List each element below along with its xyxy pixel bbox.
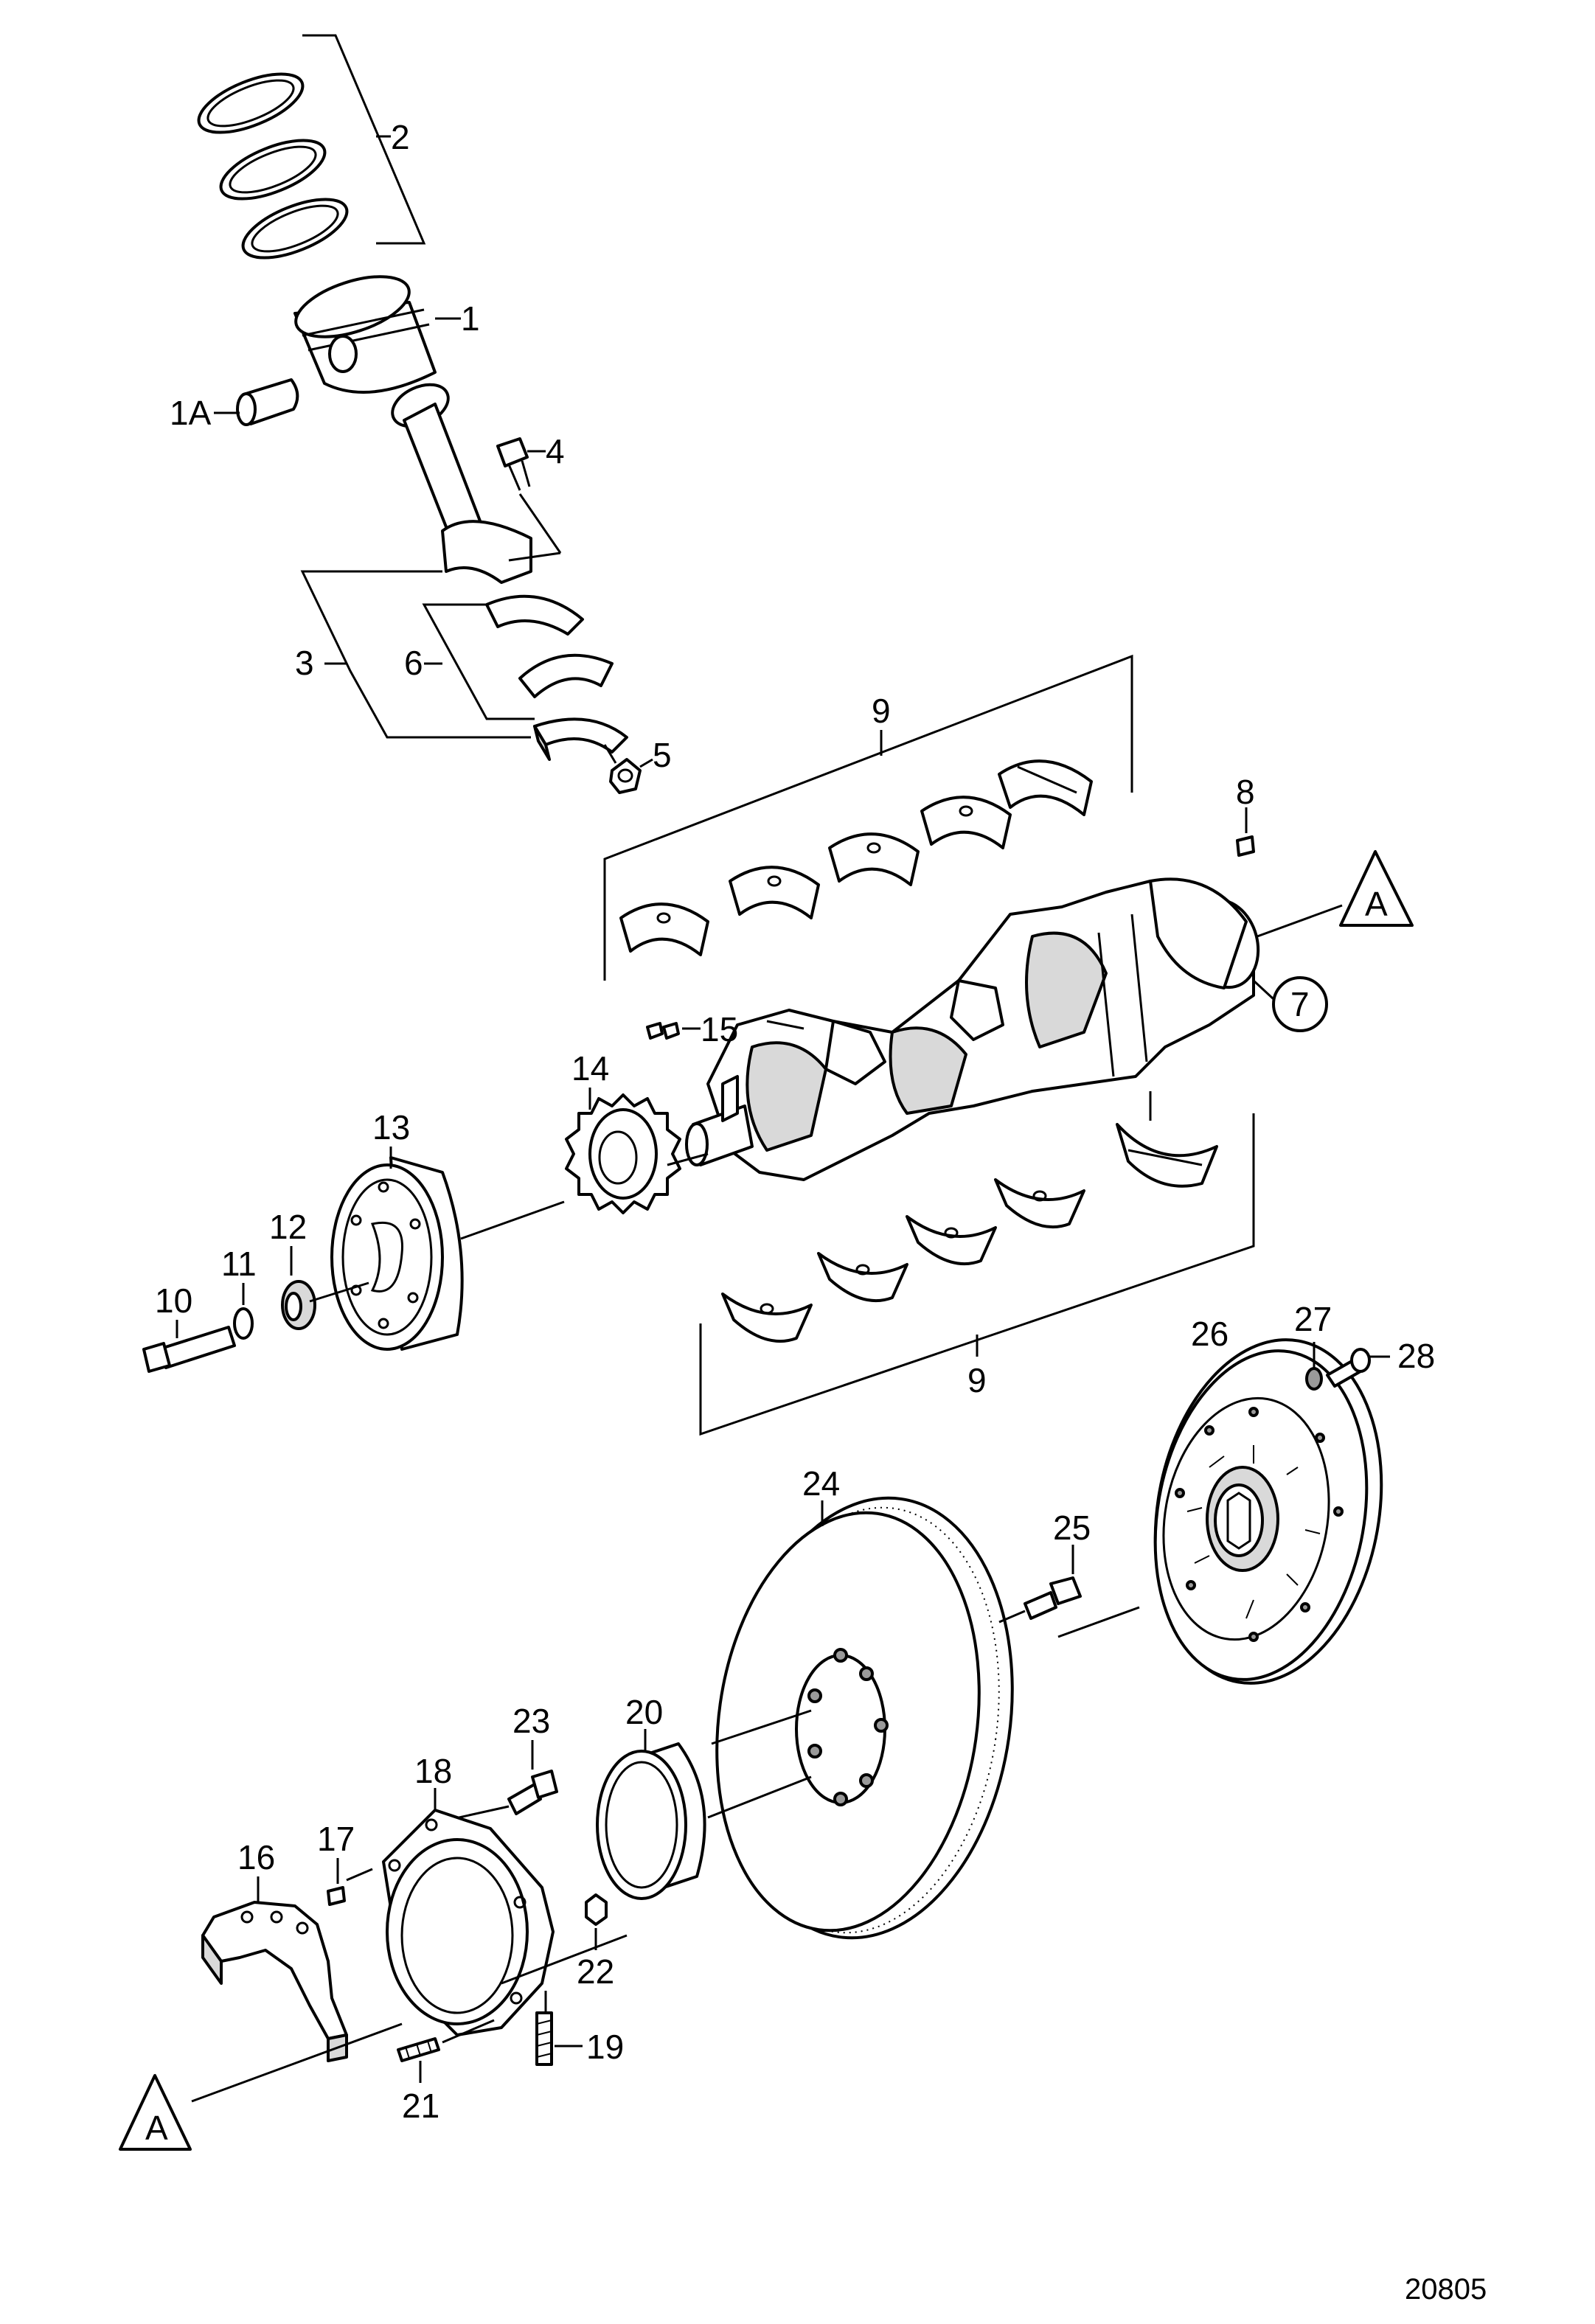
rod-bearing-shells: [485, 594, 628, 761]
callout-23: 23: [512, 1702, 550, 1740]
dowel-pin: [1236, 835, 1255, 857]
damper-bolt: [142, 1326, 236, 1373]
bracket-shells: [422, 603, 535, 720]
rear-stud: [397, 2037, 440, 2062]
bearing-cap: [201, 1901, 348, 2062]
rod-nut: [609, 758, 642, 794]
front-seal: [281, 1280, 316, 1330]
callout-labels: 2 1 1A 4 3 6 5 9 8 A 7 15 14 13 12 11 10…: [145, 118, 1487, 2306]
callout-22: 22: [577, 1952, 614, 1991]
callout-9-upper: 9: [872, 692, 891, 730]
callout-17: 17: [317, 1820, 355, 1858]
bracket-rings: [302, 34, 426, 245]
reference-marker-lower-label: A: [145, 2109, 168, 2147]
housing-dowel: [327, 1886, 346, 1906]
washer: [233, 1307, 254, 1340]
crankshaft: [685, 877, 1260, 1181]
callout-24: 24: [802, 1464, 840, 1503]
piston-pin: [236, 378, 299, 426]
callout-11: 11: [221, 1245, 257, 1283]
crankshaft-gear: [565, 1093, 681, 1214]
document-number: 20805: [1405, 2273, 1487, 2306]
callout-25: 25: [1053, 1509, 1091, 1547]
housing-nut: [585, 1893, 608, 1926]
callout-26: 26: [1191, 1315, 1229, 1353]
main-bearings-lower: [721, 1091, 1218, 1343]
callout-9-lower: 9: [967, 1361, 987, 1399]
callout-16: 16: [237, 1838, 275, 1876]
callout-27: 27: [1294, 1300, 1332, 1338]
callout-1a: 1A: [170, 394, 212, 432]
callout-18: 18: [414, 1752, 452, 1790]
callout-7: 7: [1290, 985, 1310, 1023]
reference-marker-upper: [1339, 850, 1414, 927]
reference-marker-lower: [119, 2074, 192, 2151]
part-7-circle: [1272, 976, 1328, 1032]
flexplate: [1153, 1338, 1383, 1685]
callout-2: 2: [391, 118, 410, 156]
callout-3: 3: [295, 644, 314, 682]
callout-21: 21: [402, 2087, 439, 2125]
callout-14: 14: [571, 1049, 609, 1088]
callout-28: 28: [1397, 1337, 1435, 1375]
callout-20: 20: [625, 1693, 663, 1731]
callout-8: 8: [1236, 773, 1255, 811]
flexplate-bolt: [1326, 1348, 1371, 1388]
callout-1: 1: [461, 299, 480, 338]
flywheel: [715, 1496, 1014, 1940]
woodruff-keys: [646, 1022, 680, 1040]
callout-4: 4: [546, 432, 565, 470]
flexplate-washer: [1305, 1367, 1323, 1391]
housing-stud: [535, 2011, 553, 2066]
main-bearings-upper: [619, 759, 1093, 956]
reference-marker-upper-label: A: [1365, 885, 1388, 923]
seal-housing-bolt: [507, 1770, 558, 1815]
connecting-rod: [391, 383, 532, 584]
bracket-rod: [300, 570, 531, 739]
callout-12: 12: [269, 1208, 307, 1246]
rod-bolt: [496, 437, 531, 491]
callout-19: 19: [586, 2028, 624, 2066]
flywheel-bolt: [1024, 1576, 1082, 1620]
vibration-damper: [330, 1156, 464, 1351]
piston-rings: [197, 72, 349, 260]
piston: [293, 275, 437, 394]
callout-13: 13: [372, 1108, 410, 1147]
callout-6: 6: [404, 644, 423, 682]
callout-5: 5: [653, 736, 672, 774]
callout-15: 15: [701, 1010, 738, 1048]
bracket-main-bearings-upper: [603, 654, 1133, 981]
seal-housing: [382, 1809, 555, 2036]
callout-10: 10: [155, 1281, 192, 1320]
rear-seal: [596, 1742, 706, 1900]
